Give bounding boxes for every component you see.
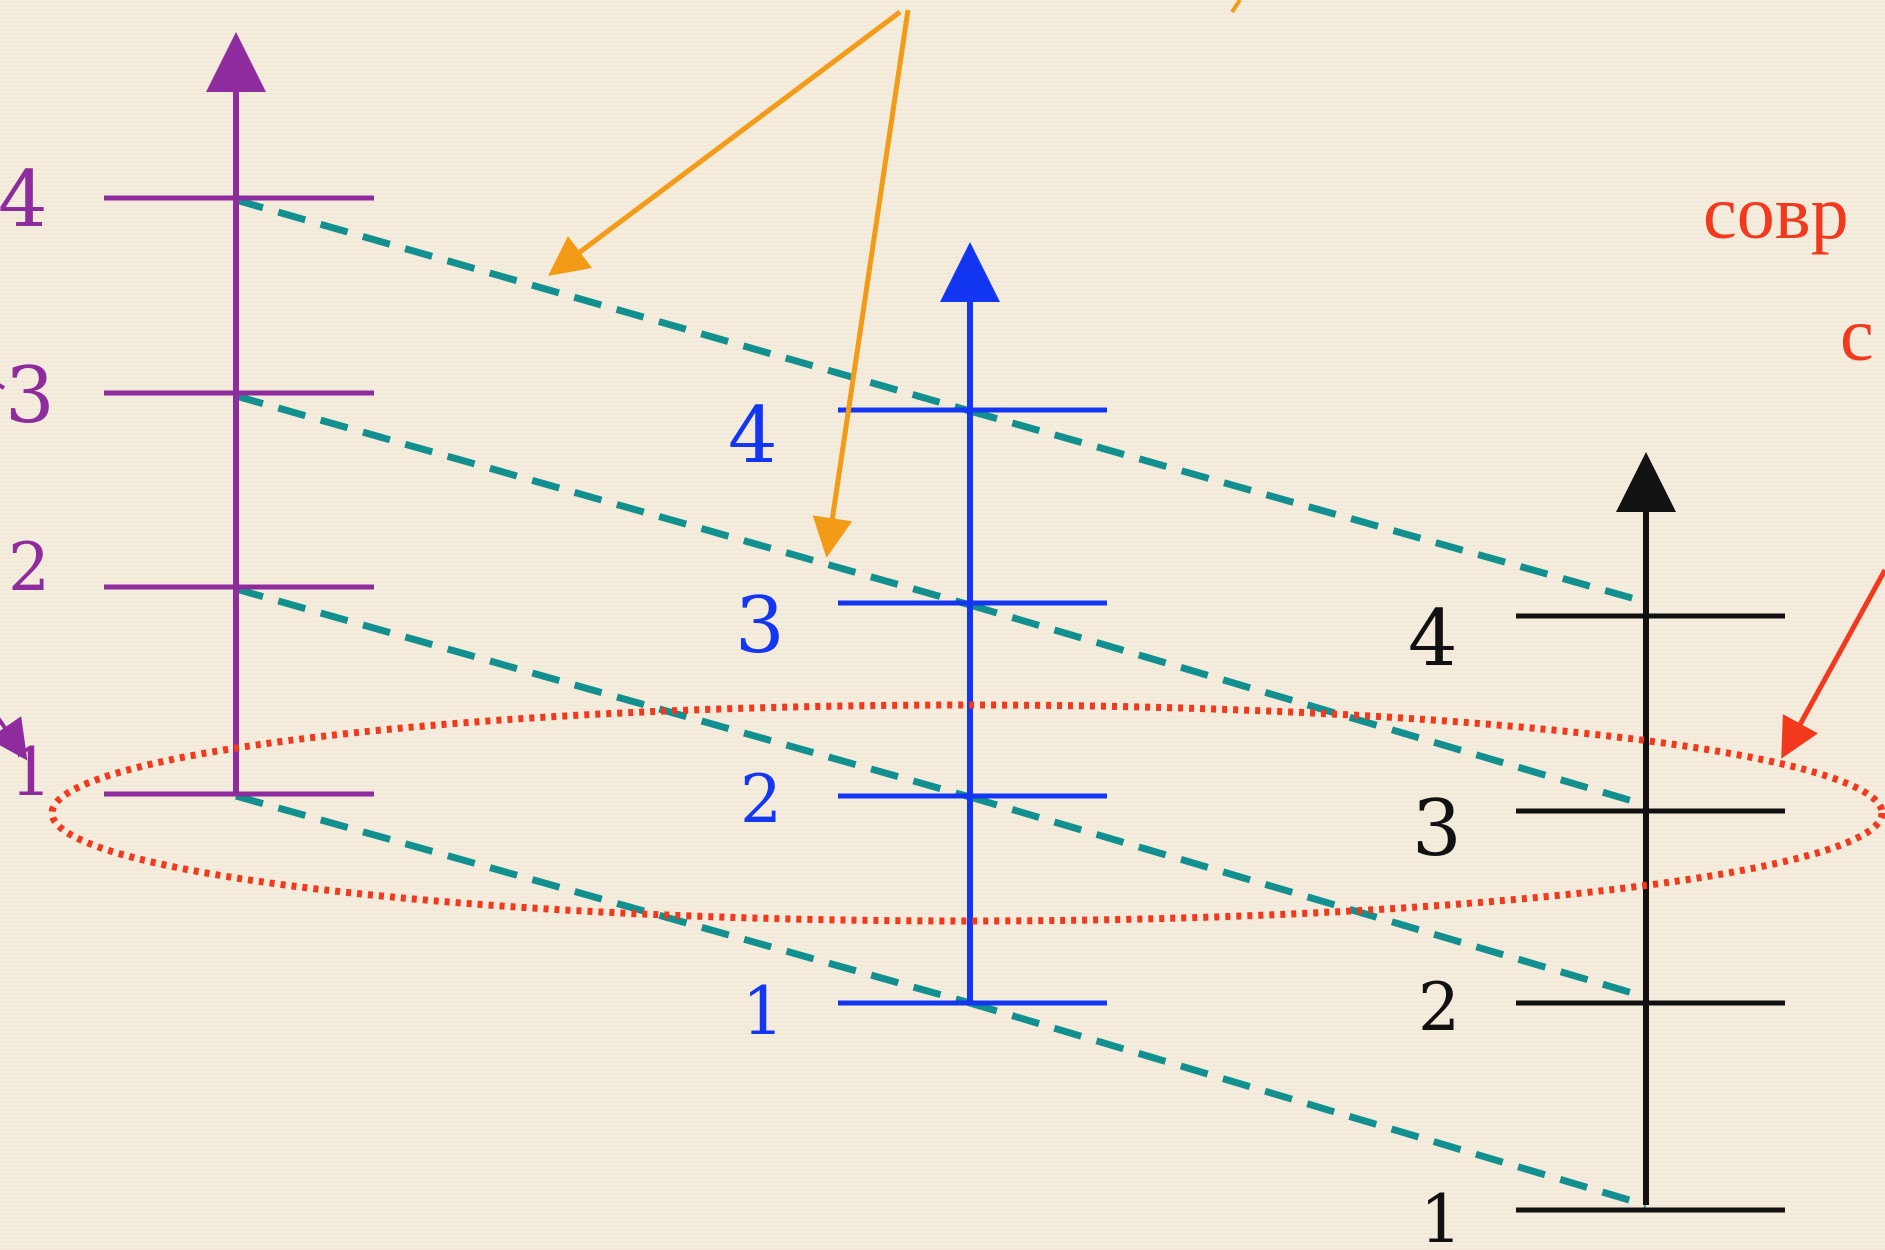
annotation-arrow-icon: [1781, 568, 1885, 759]
level-label-left-4: 4: [0, 155, 48, 245]
annotation: совр с: [1703, 171, 1885, 759]
scale-right: 4 3 2 1: [1408, 452, 1785, 1250]
level-label-right-4: 4: [1408, 594, 1458, 684]
annotation-line-1: совр: [1703, 171, 1849, 255]
annotation-line-2: с: [1840, 293, 1874, 377]
level-label-right-1: 1: [1420, 1181, 1462, 1250]
level-label-middle-4: 4: [728, 391, 778, 481]
connector-left1-middle1: [235, 792, 971, 1007]
level-label-middle-3: 3: [735, 581, 785, 671]
connector-middle3-right3: [969, 601, 1647, 809]
pointer-arrows: [548, 0, 1242, 558]
connector-middle1-right1: [968, 999, 1648, 1209]
connector-left2-middle2: [235, 585, 971, 801]
arrow-pointer-icon: [548, 10, 902, 276]
level-label-middle-2: 2: [740, 761, 782, 838]
pointer-top-fragment: [1230, 0, 1242, 14]
scale-middle: 4 3 2 1: [728, 242, 1107, 1050]
connector-left4-middle4: [235, 196, 971, 415]
stray-arrow-left-3: [0, 383, 5, 390]
level-label-left-2: 2: [8, 529, 50, 606]
connectors: [235, 196, 1648, 1209]
level-label-middle-1: 1: [742, 973, 784, 1050]
level-label-left-3: 3: [5, 351, 55, 441]
connector-left3-middle3: [235, 392, 971, 609]
scale-left: 4 3 2 1: [0, 32, 374, 811]
connector-middle4-right4: [969, 407, 1647, 606]
level-label-right-3: 3: [1412, 784, 1462, 874]
stray-arrow-left-1: [0, 716, 28, 761]
level-label-left-1: 1: [10, 734, 52, 811]
connector-middle2-right2: [969, 793, 1647, 1001]
arrow-pointer-icon-2: [812, 9, 911, 558]
level-label-right-2: 2: [1418, 969, 1460, 1046]
highlight-ellipse: [48, 701, 1885, 925]
